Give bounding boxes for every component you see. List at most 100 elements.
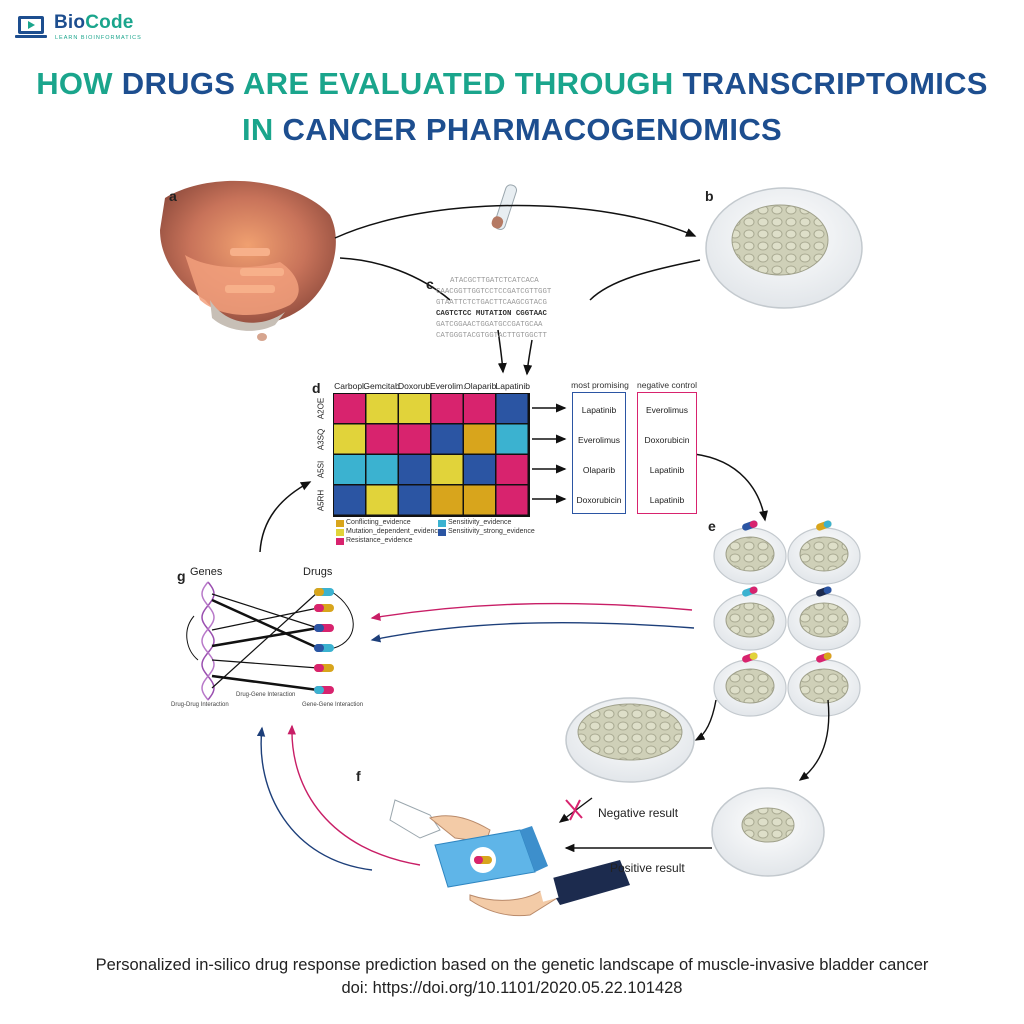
- negative-cross-marker: [558, 797, 593, 823]
- legend-swatch: [336, 520, 344, 527]
- heatmap-cell: [399, 424, 430, 454]
- heatmap-cell: [496, 485, 528, 515]
- heatmap-column-label: Carbopl.: [334, 381, 367, 391]
- title-segment: IN: [242, 112, 283, 147]
- caption-doi: doi: https://doi.org/10.1101/2020.05.22.…: [341, 979, 683, 997]
- panel-label-b: b: [705, 188, 714, 204]
- heatmap-column-label: Everolim.: [430, 381, 466, 391]
- legend-swatch: [438, 520, 446, 527]
- list-item: Everolimus: [645, 405, 689, 415]
- treated-dish: [787, 520, 861, 585]
- list-item: Doxorubicin: [644, 435, 690, 445]
- panel-label-d: d: [312, 380, 321, 396]
- drug-pill-icon: [314, 588, 334, 596]
- heatmap-cell: [366, 485, 398, 515]
- network-edge: [211, 659, 319, 669]
- heatmap-cell: [399, 394, 430, 423]
- heatmap-cell: [431, 455, 463, 484]
- heatmap-cell: [334, 485, 365, 515]
- heatmap-row-label: A2OE: [316, 398, 326, 420]
- most-promising-title: most promising: [571, 380, 629, 390]
- list-item: Olaparib: [582, 465, 616, 475]
- legend-label: Conflicting_evidence: [346, 519, 411, 526]
- treated-dish: [713, 586, 787, 651]
- legend-label: Sensitivity_strong_evidence: [448, 528, 535, 535]
- network-edge: [211, 674, 319, 692]
- legend-label: Mutation_dependent_evidence: [346, 528, 442, 535]
- title-segment: CANCER PHARMACOGENOMICS: [282, 112, 782, 147]
- heatmap-column-label: Olaparib: [464, 381, 497, 391]
- network-edge: [211, 607, 319, 631]
- treated-dishes-grid: [713, 520, 861, 717]
- network-edge: [211, 591, 319, 689]
- panel-label-f: f: [356, 768, 361, 784]
- panel-label-c: c: [426, 276, 434, 292]
- network-edge: [211, 598, 319, 650]
- heatmap-cell: [496, 424, 528, 454]
- drug-handover-illustration: [389, 799, 630, 917]
- sequence-line: GATCGGAACTGGATGCCGATGCAA: [436, 321, 543, 329]
- heatmap-cell: [431, 485, 463, 515]
- heatmap-cell: [399, 485, 430, 515]
- heatmap-cell: [464, 455, 495, 484]
- heatmap-cell: [496, 455, 528, 484]
- drug-pill-icon: [314, 604, 334, 612]
- panel-label-e: e: [708, 518, 716, 534]
- sequence-line: CAACGGTTGGTCCTCCGATCGTTGGT: [436, 288, 552, 296]
- heatmap-column-label: Doxorub.: [398, 381, 433, 391]
- positive-result-dish: [711, 787, 825, 877]
- heatmap-row-label: A5RH: [316, 489, 326, 511]
- list-item: Everolimus: [577, 435, 621, 445]
- heatmap-cell: [366, 455, 398, 484]
- treated-dish: [713, 652, 787, 717]
- positive-result-label: Positive result: [610, 861, 685, 875]
- legend-label: Resistance_evidence: [346, 537, 413, 544]
- drug-pill-icon: [314, 664, 334, 672]
- list-item: Lapatinib: [649, 465, 685, 475]
- drug-drug-edge: [331, 591, 354, 649]
- sample-tube-icon: [491, 184, 518, 230]
- drug-pill-icon: [314, 644, 334, 652]
- legend-swatch: [336, 538, 344, 545]
- treated-dish: [787, 586, 861, 651]
- heatmap-cell: [496, 394, 528, 423]
- heatmap-cell: [334, 455, 365, 484]
- genes-label: Genes: [190, 566, 223, 578]
- treated-dish: [713, 520, 787, 585]
- dna-helix-icon: [201, 581, 215, 701]
- heatmap-cell: [431, 424, 463, 454]
- title-line-2: IN CANCER PHARMACOGENOMICS: [0, 112, 1024, 148]
- biocode-logo: BioCode LEARN BIOINFORMATICS: [14, 12, 154, 44]
- heatmap-cell: [366, 394, 398, 423]
- logo-name: BioCode: [54, 12, 134, 33]
- sequence-line: CAGTCTCC MUTATION CGGTAAC: [436, 310, 547, 318]
- list-item: Lapatinib: [649, 495, 685, 505]
- gene-gene-interaction-label: Gene-Gene Interaction: [302, 702, 364, 708]
- list-item: Lapatinib: [581, 405, 617, 415]
- drug-drug-interaction-label: Drug-Drug Interaction: [171, 702, 229, 708]
- drug-gene-interaction-label: Drug-Gene Interaction: [236, 692, 296, 698]
- tumor-tissue-illustration: [160, 180, 336, 341]
- sequence-line: ATACGCTTGATCTCATCACA: [450, 277, 539, 285]
- heatmap-cell: [366, 424, 398, 454]
- negative-result-dish: [565, 697, 695, 783]
- drug-evidence-heatmap: [333, 393, 530, 517]
- heatmap-column-label: Lapatinib: [495, 381, 530, 391]
- heatmap-cell: [464, 485, 495, 515]
- network-edge: [211, 626, 319, 648]
- title-segment: HOW: [36, 66, 122, 101]
- heatmap-cell: [431, 394, 463, 423]
- network-edge: [211, 593, 319, 629]
- logo-tagline: LEARN BIOINFORMATICS: [55, 35, 142, 41]
- laptop-play-icon: [15, 16, 47, 38]
- negative-result-label: Negative result: [598, 806, 679, 820]
- heatmap-cell: [334, 394, 365, 423]
- organoid-dish-b: [705, 187, 863, 309]
- legend-swatch: [336, 529, 344, 536]
- heatmap-row-label: A3SQ: [316, 428, 326, 450]
- panel-label-a: a: [169, 188, 177, 204]
